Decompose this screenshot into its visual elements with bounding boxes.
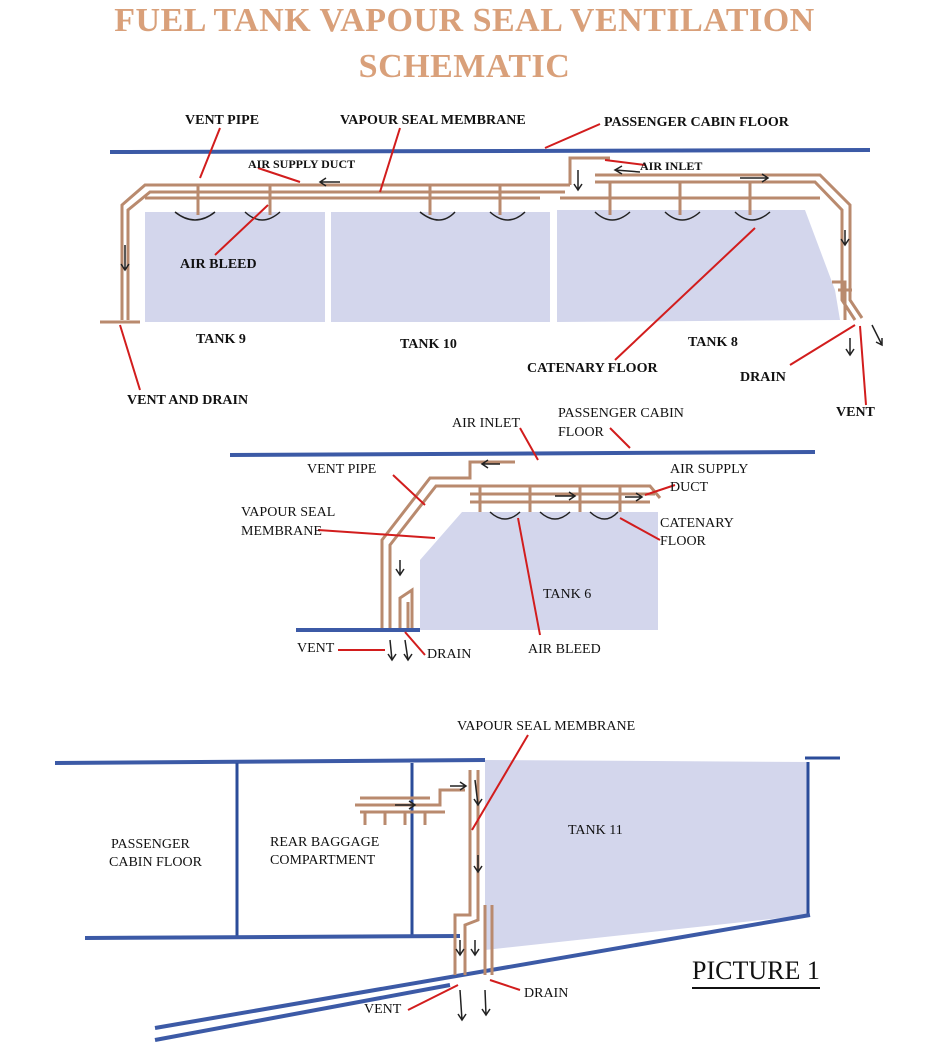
cabin-floor-line-2 — [229, 450, 816, 457]
drain-pipe-1 — [832, 280, 852, 320]
sloped-floor-line — [154, 913, 811, 1030]
label-catenary-2a: CATENARY — [660, 516, 734, 531]
flow-arrows-2 — [387, 459, 644, 662]
label-tank-11: TANK 11 — [568, 823, 623, 838]
label-vent-2: VENT — [297, 641, 335, 656]
label-rear-baggage-a: REAR BAGGAGE — [270, 835, 379, 850]
label-passenger-cabin-3a: PASSENGER — [111, 837, 191, 852]
flow-arrows-3 — [395, 779, 491, 1022]
cabin-floor-line-1 — [109, 148, 871, 154]
tank-11-shape — [485, 760, 808, 950]
tank-8-shape — [557, 210, 840, 322]
diagram-2: AIR INLET PASSENGER CABIN FLOOR VENT PIP… — [229, 406, 816, 662]
air-bleed-arcs-1 — [174, 211, 771, 221]
label-vapour-seal-1: VAPOUR SEAL MEMBRANE — [340, 113, 526, 128]
duct-3-vertical — [453, 770, 494, 975]
leaders-3 — [407, 734, 529, 1011]
tank-10-shape — [331, 212, 550, 322]
label-vapour-seal-2b: MEMBRANE — [241, 524, 322, 539]
label-tank-6: TANK 6 — [543, 587, 591, 602]
label-vent-pipe-2: VENT PIPE — [307, 462, 376, 477]
label-vent-and-drain: VENT AND DRAIN — [127, 393, 248, 408]
label-drain-2: DRAIN — [427, 647, 471, 662]
label-vent-3: VENT — [364, 1002, 402, 1017]
title-line-2: SCHEMATIC — [358, 48, 571, 85]
label-cabin-floor-2a: PASSENGER CABIN — [558, 406, 684, 421]
label-cabin-floor-1: PASSENGER CABIN FLOOR — [604, 115, 790, 130]
label-air-inlet-1: AIR INLET — [640, 159, 702, 173]
duct-2-main — [470, 484, 662, 504]
title-line-1: FUEL TANK VAPOUR SEAL VENTILATION — [114, 2, 815, 39]
leaders-1 — [119, 123, 867, 406]
cabin-floor-line-3 — [54, 758, 486, 765]
label-air-supply-2a: AIR SUPPLY — [670, 462, 748, 477]
duct-3-horizontal — [355, 788, 465, 825]
diagram-3: VAPOUR SEAL MEMBRANE TANK 11 PASSENGER C… — [54, 719, 840, 1042]
label-vent-pipe-1: VENT PIPE — [185, 113, 259, 128]
label-catenary-floor-1: CATENARY FLOOR — [527, 361, 658, 376]
label-drain-3: DRAIN — [524, 986, 568, 1001]
label-tank-9: TANK 9 — [196, 332, 246, 347]
diagram-1: VENT PIPE VAPOUR SEAL MEMBRANE PASSENGER… — [100, 113, 883, 420]
label-vapour-seal-3: VAPOUR SEAL MEMBRANE — [457, 719, 635, 734]
baggage-floor-line — [84, 934, 461, 940]
label-air-inlet-2: AIR INLET — [452, 416, 520, 431]
sloped-floor-line-2 — [154, 983, 451, 1042]
leaders-2 — [317, 427, 676, 656]
tank-9-shape — [145, 212, 325, 322]
bleed-pipes-1 — [196, 182, 752, 215]
label-rear-baggage-b: COMPARTMENT — [270, 853, 376, 868]
air-bleed-arcs-2 — [489, 511, 619, 520]
label-catenary-2b: FLOOR — [660, 534, 707, 549]
label-cabin-floor-2b: FLOOR — [558, 425, 605, 440]
label-tank-8: TANK 8 — [688, 335, 738, 350]
picture-label: PICTURE 1 — [692, 956, 820, 989]
tank-6-shape — [420, 512, 658, 630]
label-tank-10: TANK 10 — [400, 337, 457, 352]
flow-arrows-1 — [120, 165, 883, 357]
duct-2-left — [380, 460, 520, 628]
label-air-bleed-1: AIR BLEED — [180, 257, 257, 272]
label-vapour-seal-2a: VAPOUR SEAL — [241, 505, 335, 520]
label-passenger-cabin-3b: CABIN FLOOR — [109, 855, 203, 870]
label-drain-1: DRAIN — [740, 370, 786, 385]
label-vent-1: VENT — [836, 405, 876, 420]
label-air-supply-duct-1: AIR SUPPLY DUCT — [248, 157, 355, 171]
bleed-pipes-2 — [478, 486, 622, 512]
label-air-supply-2b: DUCT — [670, 480, 709, 495]
label-air-bleed-2: AIR BLEED — [528, 642, 601, 657]
tank-11-right-wall — [805, 756, 840, 915]
